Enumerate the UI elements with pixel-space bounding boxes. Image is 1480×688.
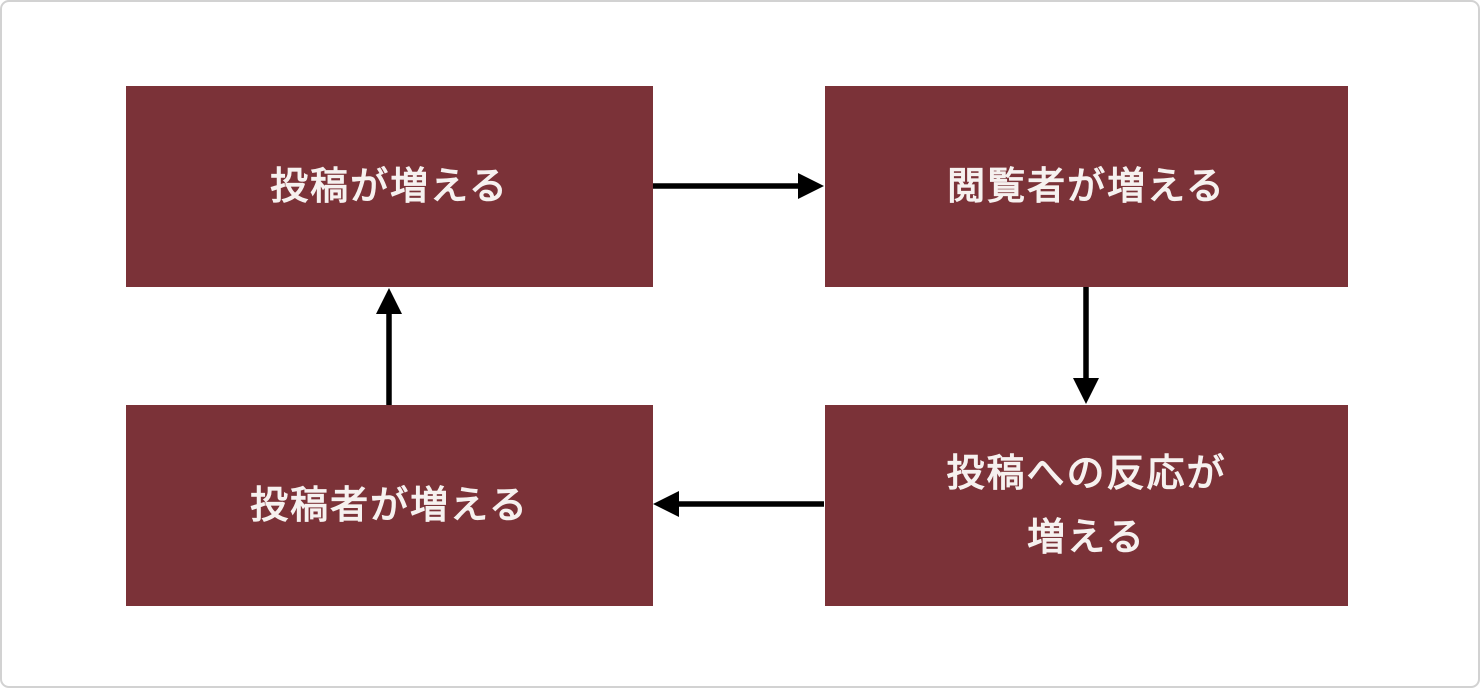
node-posts-increase: 投稿が増える <box>126 86 653 287</box>
node-posts-increase-label: 投稿が増える <box>270 165 509 208</box>
node-viewers-increase: 閲覧者が増える <box>825 86 1348 287</box>
arrow-posts-to-viewers-icon <box>653 173 824 199</box>
arrow-posters-to-posts-icon <box>376 288 402 405</box>
node-posters-increase-label: 投稿者が増える <box>250 484 529 527</box>
node-viewers-increase-label: 閲覧者が増える <box>947 165 1226 208</box>
node-reactions-increase: 投稿への反応が 増える <box>825 405 1348 606</box>
node-reactions-increase-label-line1: 投稿への反応が <box>946 452 1227 495</box>
arrow-viewers-to-reactions-icon <box>1073 287 1099 404</box>
node-posters-increase: 投稿者が増える <box>126 405 653 606</box>
node-reactions-increase-label-line2: 増える <box>1027 516 1146 559</box>
arrow-reactions-to-posters-icon <box>653 491 824 517</box>
